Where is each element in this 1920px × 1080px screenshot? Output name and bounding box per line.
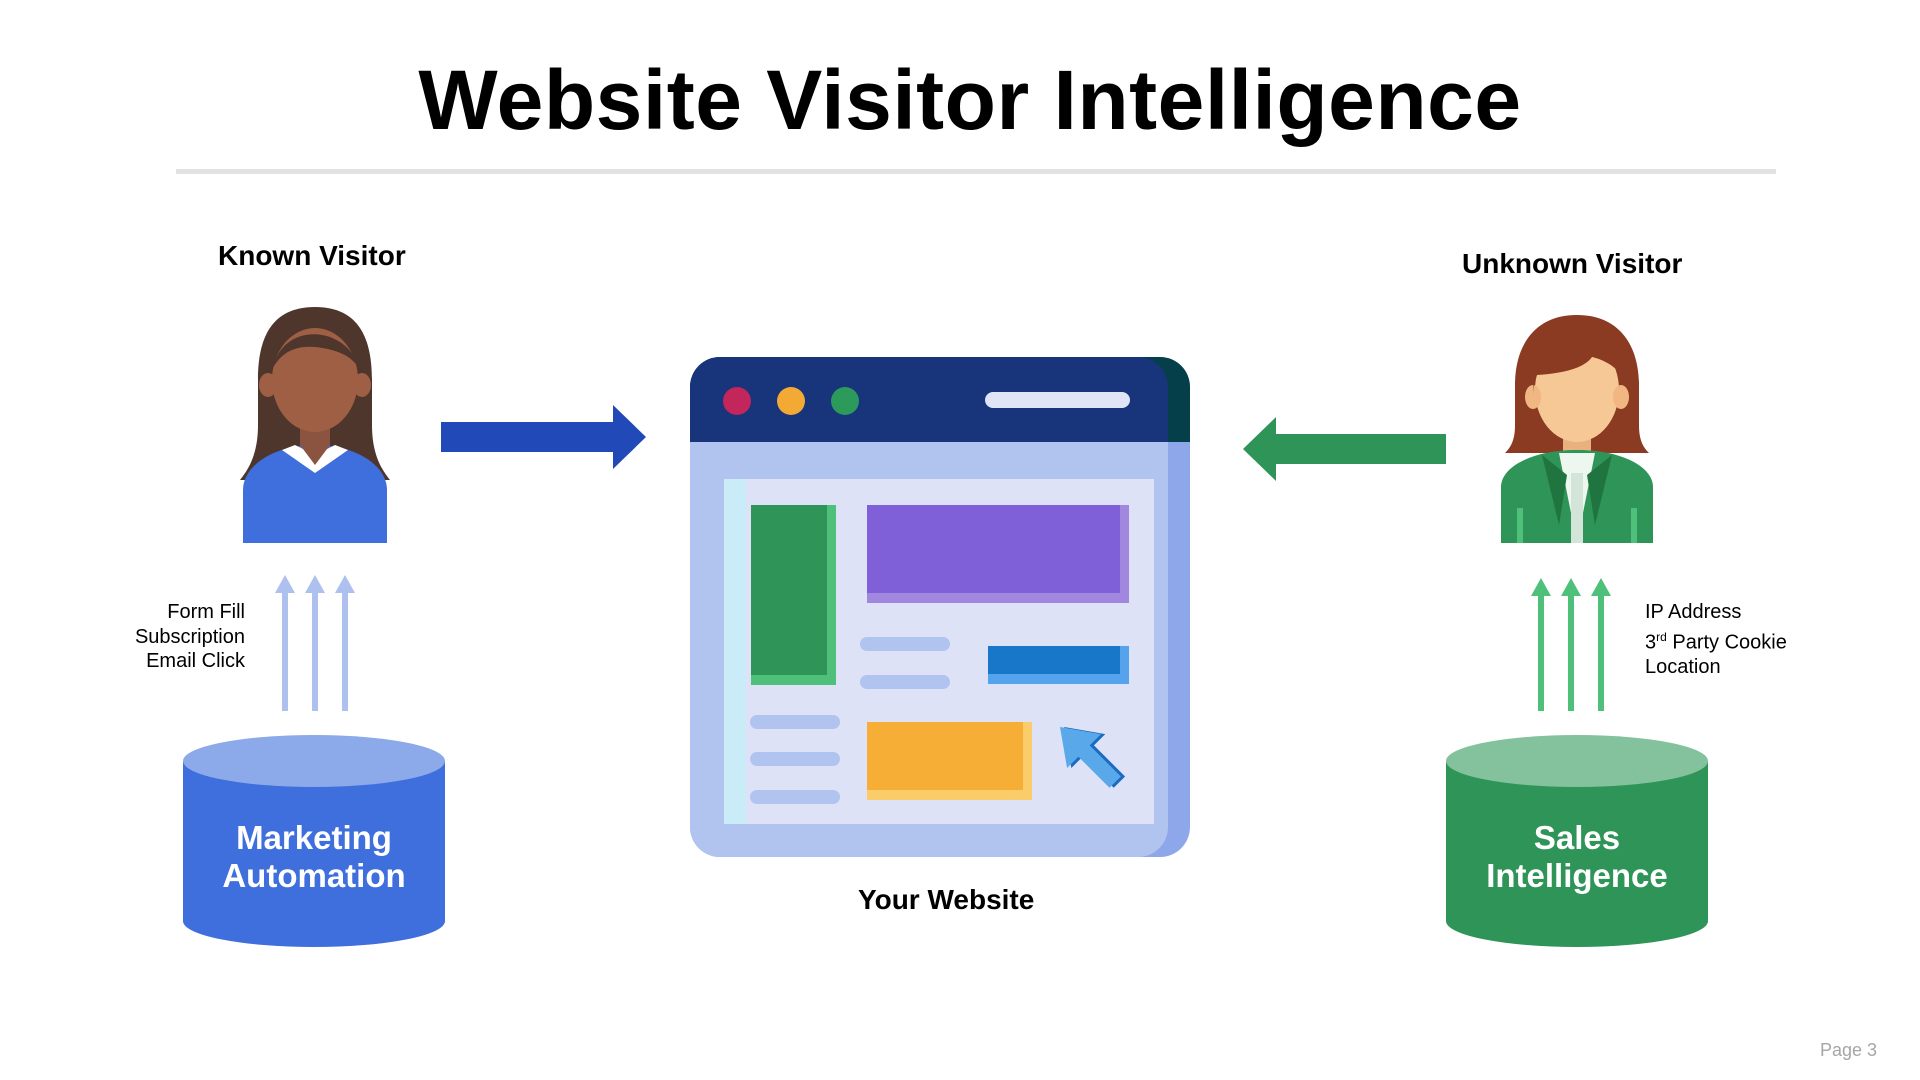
unknown-signal-arrows: [1531, 578, 1611, 711]
known-signal-list: Form Fill Subscription Email Click: [135, 600, 245, 674]
unknown-visitor-label: Unknown Visitor: [1462, 248, 1683, 279]
signal-ip-address: IP Address: [1645, 601, 1742, 623]
sales-intelligence-label: Sales Intelligence: [1486, 819, 1668, 894]
marketing-automation-database-icon: [183, 735, 445, 947]
page-number: Page 3: [1820, 1040, 1878, 1060]
signal-location: Location: [1645, 655, 1721, 678]
unknown-signal-list: IP Address 3rd Party Cookie Location: [1645, 600, 1787, 679]
page-title: Website Visitor Intelligence: [418, 53, 1522, 147]
known-signal-arrows: [275, 575, 355, 711]
sales-intelligence-database-icon: [1446, 735, 1708, 947]
known-visitor-icon: [240, 307, 390, 543]
signal-form-fill: Form Fill: [167, 601, 245, 623]
unknown-to-website-arrow: [1243, 417, 1446, 481]
signal-third-party-cookie: 3rd Party Cookie: [1645, 629, 1787, 654]
website-label: Your Website: [858, 884, 1035, 915]
website-browser-icon: [690, 357, 1190, 857]
marketing-automation-label: Marketing Automation: [222, 819, 406, 894]
unknown-visitor-icon: [1501, 315, 1653, 543]
signal-subscription: Subscription: [134, 625, 245, 648]
title-divider: [176, 169, 1776, 174]
known-visitor-label: Known Visitor: [218, 240, 406, 271]
signal-email-click: Email Click: [146, 650, 245, 672]
known-to-website-arrow: [441, 405, 646, 469]
